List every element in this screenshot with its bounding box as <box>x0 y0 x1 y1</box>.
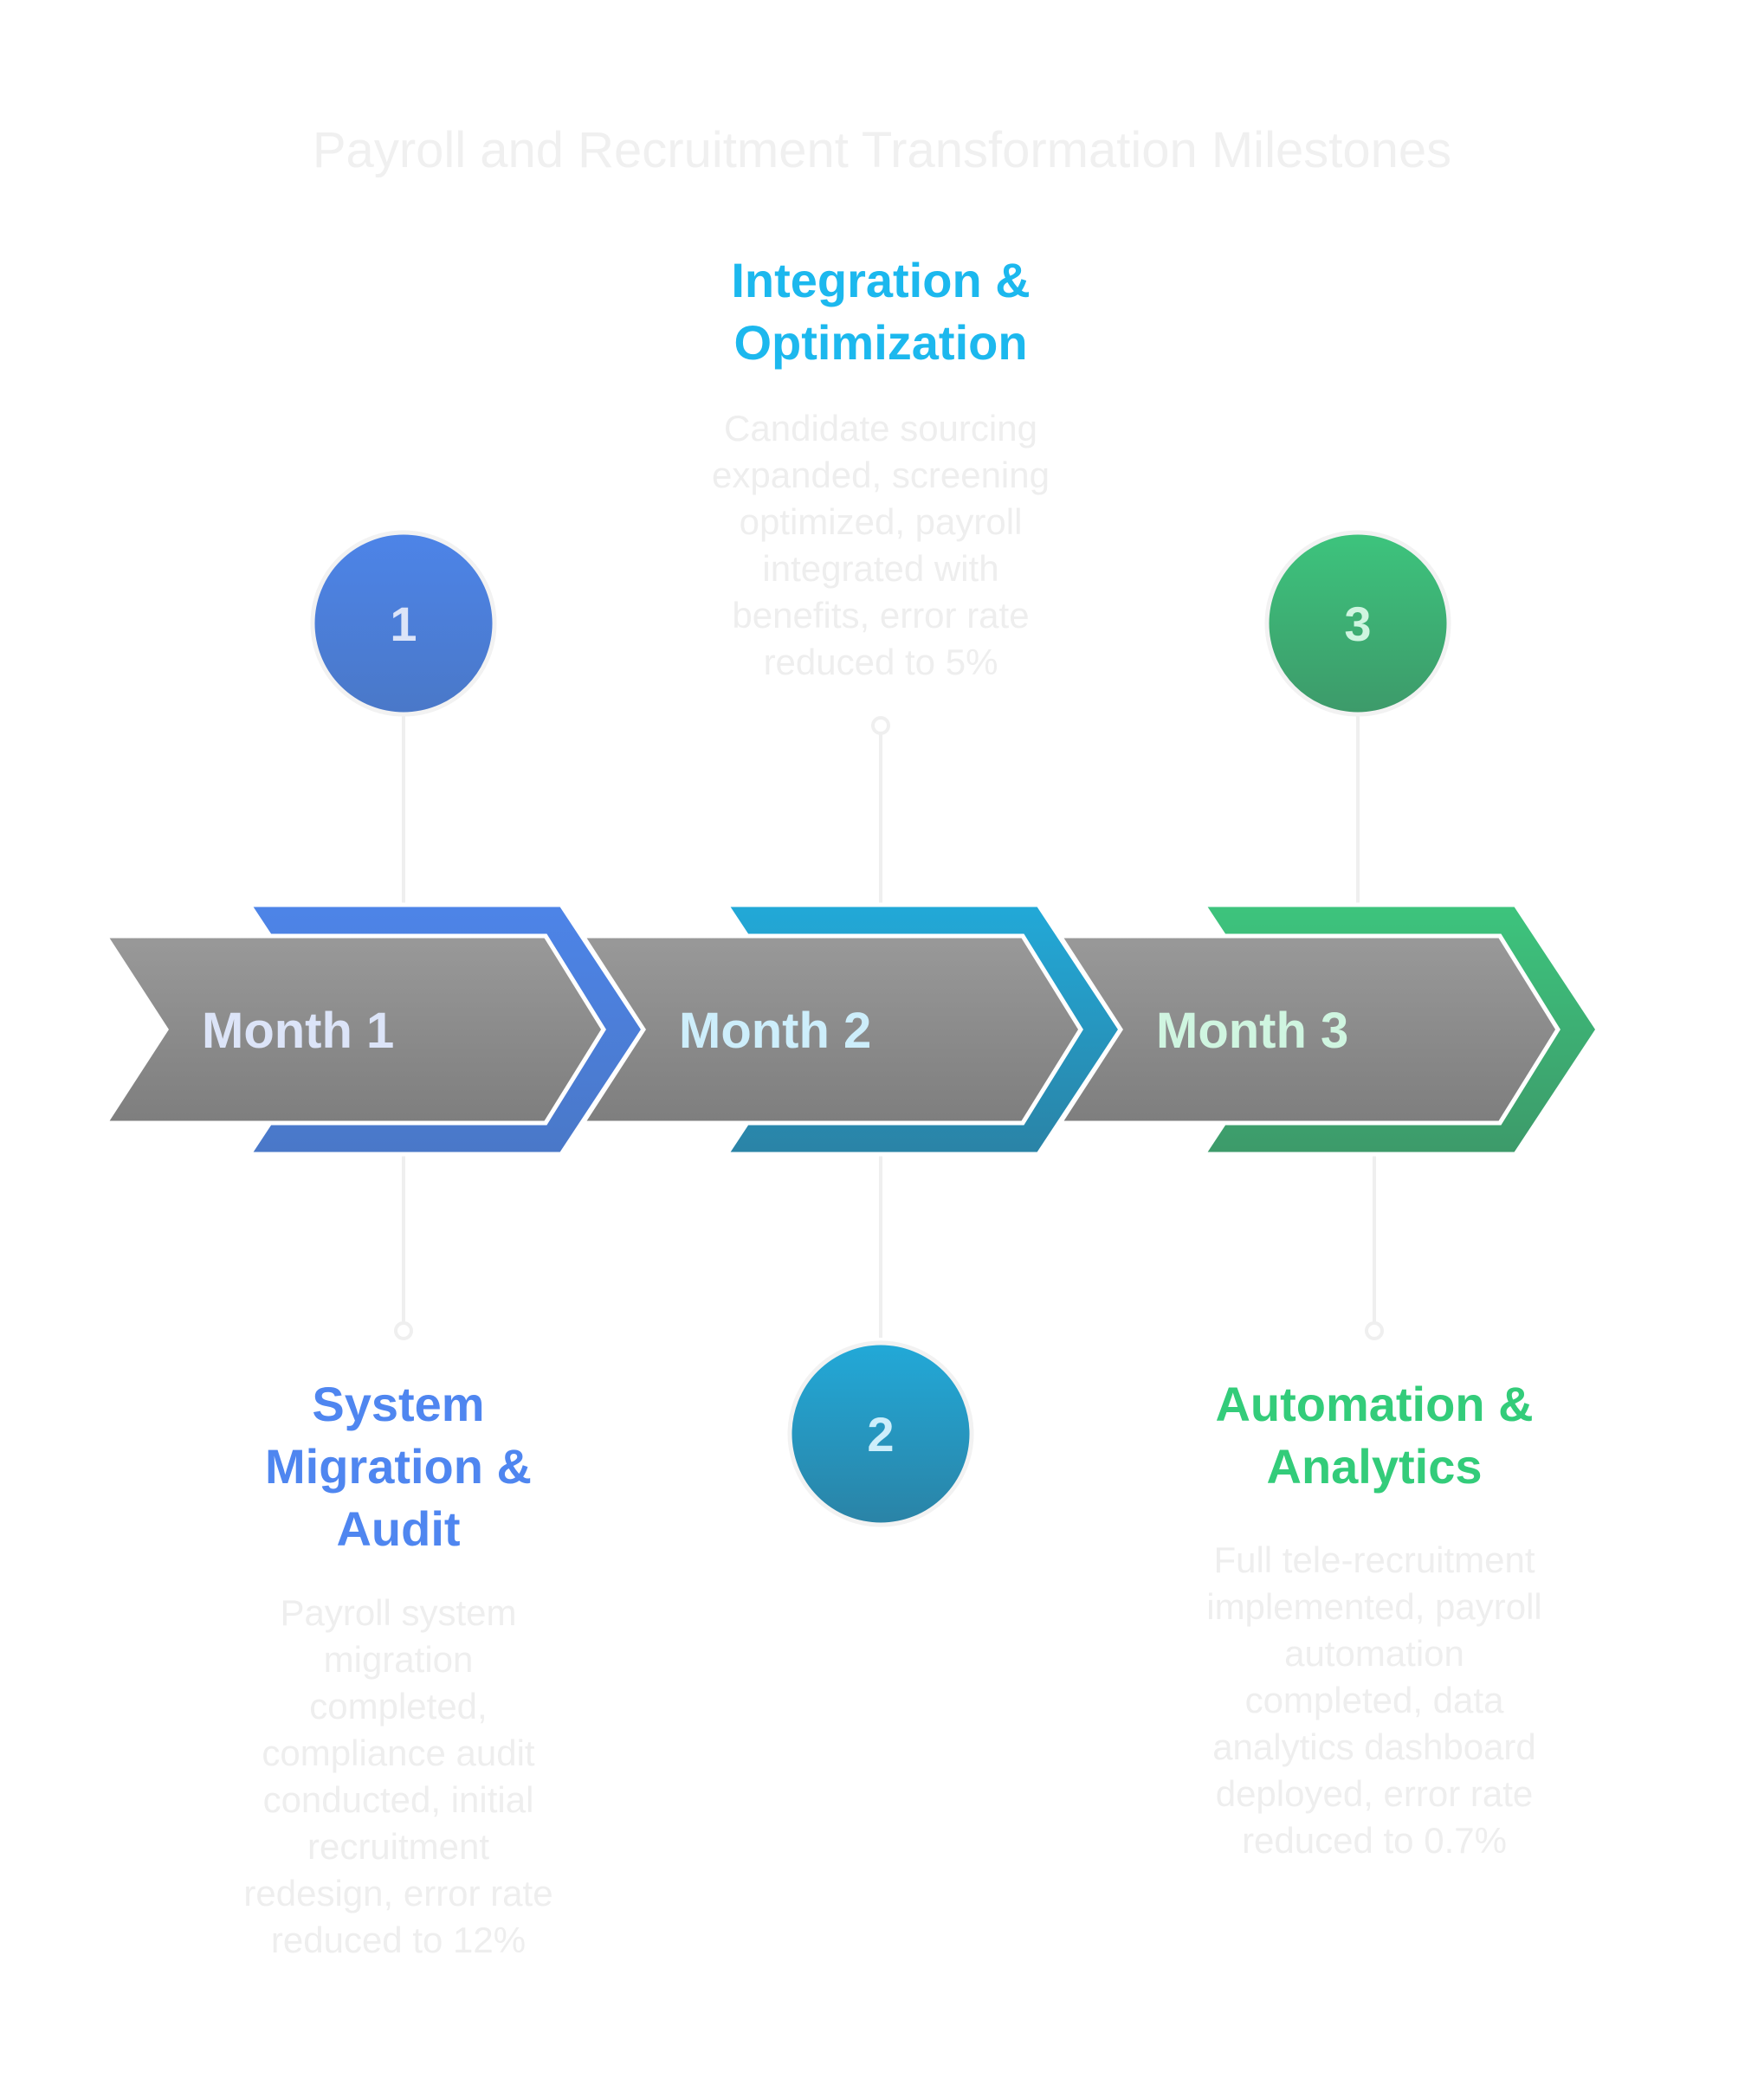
connector-2-dot <box>871 716 890 735</box>
number-circle-3 <box>1264 530 1451 717</box>
milestone-heading-1: System Migration & Audit <box>265 1377 532 1556</box>
diagram-title: Payroll and Recruitment Transformation M… <box>312 122 1452 178</box>
number-label-2: 2 <box>867 1407 894 1462</box>
number-circle-2 <box>787 1340 974 1527</box>
month-arrow-1 <box>101 933 606 1126</box>
month-arrow-2 <box>578 933 1083 1126</box>
connector-1-dot <box>394 1321 413 1340</box>
connector-lines <box>394 714 1384 1340</box>
gray-arrows <box>101 933 1560 1126</box>
month-label-1: Month 1 <box>202 1003 394 1059</box>
milestone-description-3: Full tele-recruitment implemented, payro… <box>1206 1539 1542 1861</box>
number-circle-1 <box>310 530 497 717</box>
number-label-3: 3 <box>1344 597 1371 651</box>
connector-3-dot <box>1365 1321 1384 1340</box>
number-label-1: 1 <box>390 597 417 651</box>
milestone-heading-2: Integration & Optimization <box>731 253 1031 370</box>
milestone-heading-3: Automation & Analytics <box>1215 1377 1534 1494</box>
month-label-3: Month 3 <box>1156 1003 1348 1059</box>
milestone-description-1: Payroll system migration completed, comp… <box>243 1592 553 1960</box>
month-label-2: Month 2 <box>679 1003 871 1059</box>
month-arrow-3 <box>1056 933 1560 1126</box>
number-circles <box>310 530 1451 1527</box>
milestone-description-2: Candidate sourcing expanded, screening o… <box>712 408 1050 682</box>
